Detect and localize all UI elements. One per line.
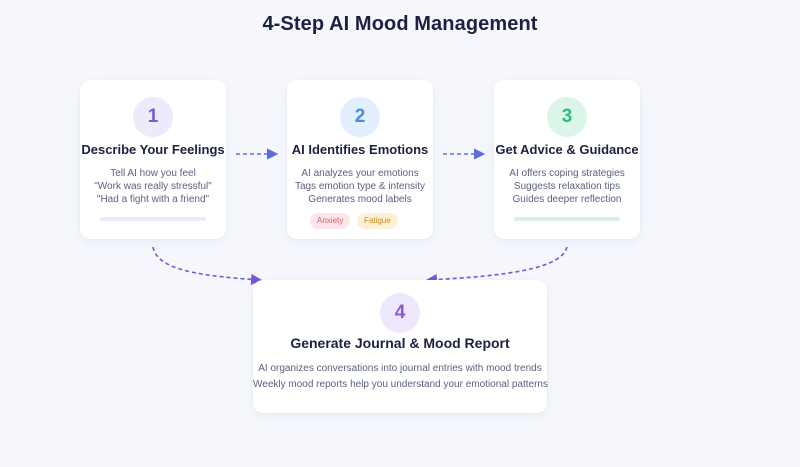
- step-description: AI organizes conversations into journal …: [253, 361, 548, 393]
- step-number-badge: 1: [133, 97, 173, 137]
- step-number-badge: 3: [547, 97, 587, 137]
- step-accent-bar: [100, 217, 206, 221]
- step-description-line: Guides deeper reflection: [512, 194, 622, 205]
- step-number-badge: 2: [340, 97, 380, 137]
- step-card-4: 4 Generate Journal & Mood Report AI orga…: [253, 280, 548, 413]
- arrow-step1-to-step4: [152, 246, 263, 285]
- step-title: Generate Journal & Mood Report: [290, 335, 510, 351]
- step-description-line: Suggests relaxation tips: [513, 181, 621, 192]
- emotion-tag-fatigue: Fatigue: [357, 213, 398, 229]
- step-number-badge: 4: [380, 293, 420, 333]
- emotion-tag-anxiety: Anxiety: [310, 213, 351, 229]
- step-description-line: Tell AI how you feel: [110, 168, 196, 179]
- step-card-2: 2 AI Identifies Emotions AI analyzes you…: [287, 80, 433, 239]
- step-description-line: Weekly mood reports help you understand …: [253, 379, 548, 390]
- step-description-line: AI organizes conversations into journal …: [258, 363, 542, 374]
- page-title: 4-Step AI Mood Management: [262, 13, 538, 35]
- step-title: Describe Your Feelings: [81, 142, 225, 157]
- step-description-line: "Work was really stressful": [94, 181, 212, 192]
- step-description: Tell AI how you feel "Work was really st…: [80, 167, 226, 206]
- step-description: AI offers coping strategies Suggests rel…: [494, 167, 640, 206]
- step-description-line: "Had a fight with a friend": [96, 194, 210, 205]
- step-title: Get Advice & Guidance: [495, 142, 639, 157]
- step-description-line: AI offers coping strategies: [509, 168, 625, 179]
- step-card-3: 3 Get Advice & Guidance AI offers coping…: [494, 80, 640, 239]
- step-description-line: AI analyzes your emotions: [301, 168, 419, 179]
- step-description-line: Tags emotion type & intensity: [294, 181, 426, 192]
- step-description: AI analyzes your emotions Tags emotion t…: [287, 167, 433, 206]
- arrow-step3-to-step4: [425, 246, 568, 286]
- step-title: AI Identifies Emotions: [291, 142, 429, 157]
- step-card-1: 1 Describe Your Feelings Tell AI how you…: [80, 80, 226, 239]
- step-description-line: Generates mood labels: [308, 194, 412, 205]
- step-accent-bar: [514, 217, 620, 221]
